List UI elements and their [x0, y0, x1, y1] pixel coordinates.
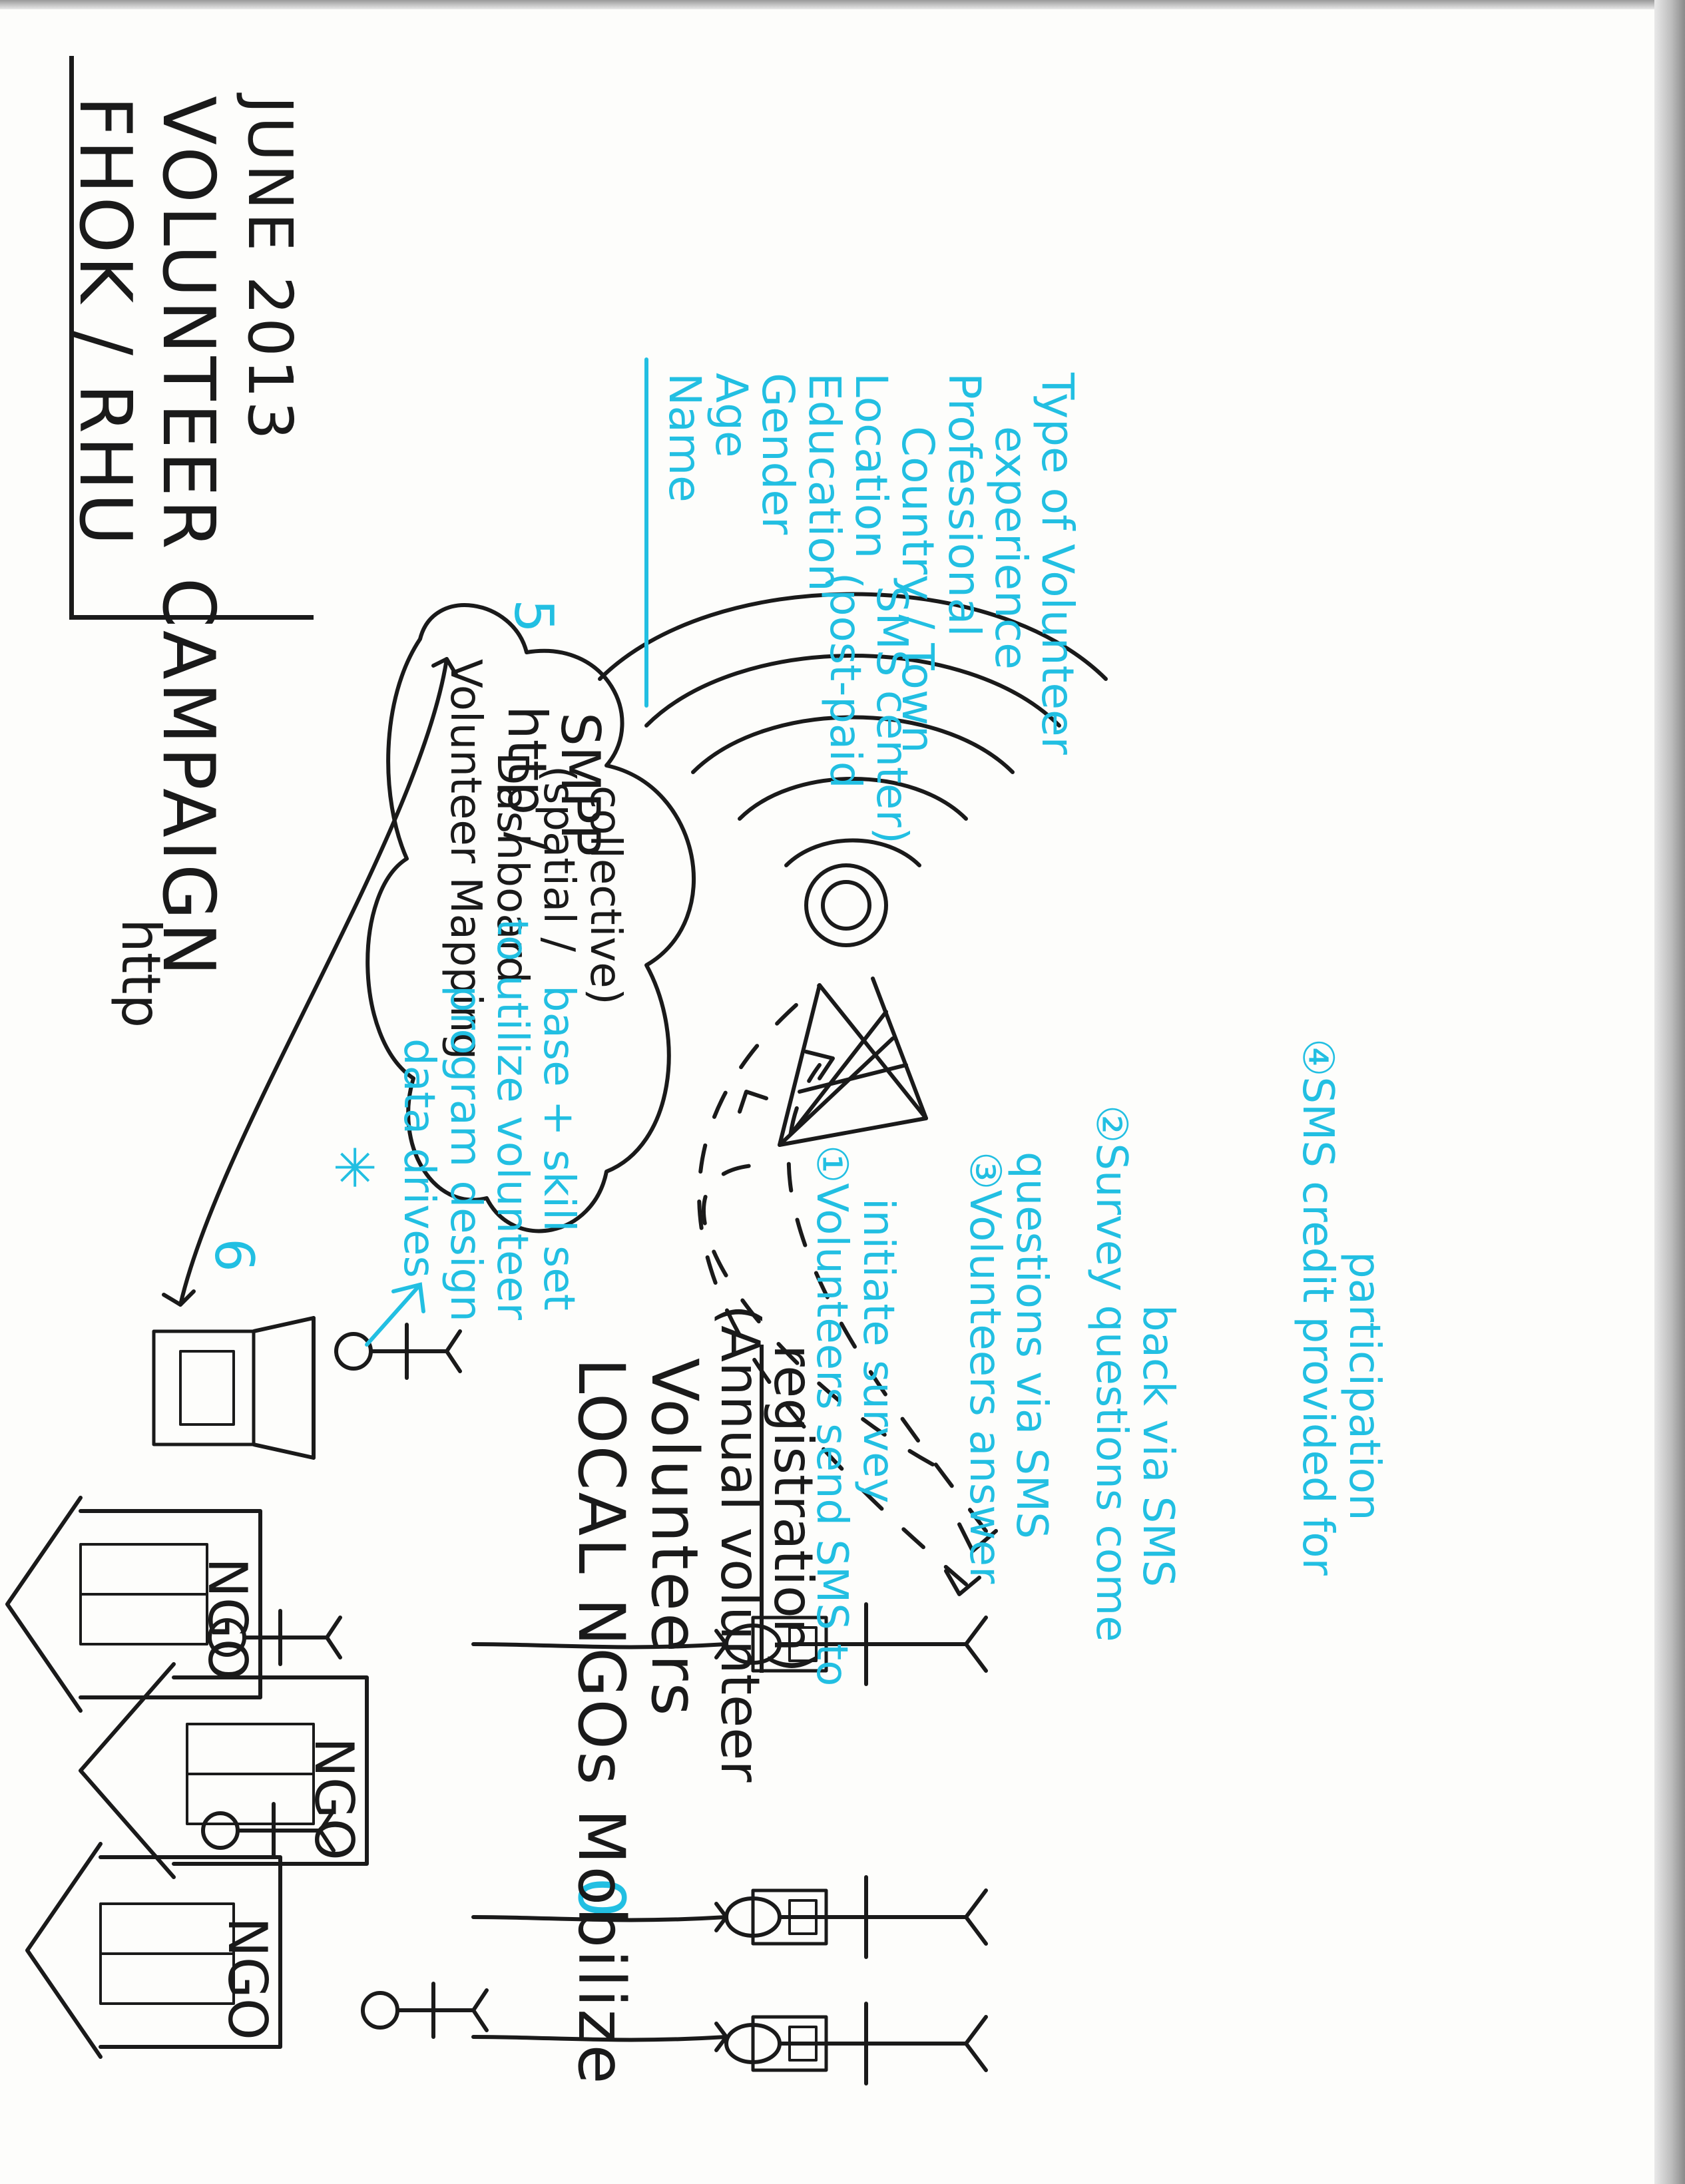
- title-box: FHOK / RHU VOLUNTEER CAMPAIGN JUNE 2013: [63, 56, 314, 979]
- cloud-icon: [365, 603, 696, 1233]
- scan-edge-right: [1654, 0, 1685, 2184]
- volunteers-registration-line1: (Annual volunteer: [709, 1305, 771, 1783]
- step0-label: LOCAL NGOs Mobilize: [564, 1358, 638, 2086]
- ngo-label: NGO: [216, 1917, 278, 2040]
- house-icon: [5, 1496, 262, 1713]
- step6-line2: program design: [441, 985, 490, 1322]
- star-icon: ✳: [323, 1145, 385, 1190]
- http-smpp-line2: SMPP: [549, 712, 611, 857]
- step3-line2: questions via SMS: [1007, 1152, 1056, 1539]
- scan-edge-top: [0, 0, 1685, 9]
- person-icon: [201, 1802, 336, 1859]
- step6-line4: base + skill set: [534, 985, 583, 1311]
- field-item: Education: [799, 373, 850, 592]
- title-date: JUNE 2013: [234, 96, 306, 443]
- volunteers-title: Volunteers: [637, 1358, 712, 1718]
- ngo-label: NGO: [303, 1737, 365, 1860]
- step6-number: 6: [203, 1238, 265, 1272]
- field-item: Gender: [752, 373, 804, 535]
- person-icon: [334, 1323, 462, 1380]
- http-smpp-line1: http /: [496, 706, 558, 850]
- step6-line3: to utilize volunteer: [487, 919, 537, 1320]
- step1-line2: initiate survey: [853, 1198, 903, 1504]
- field-item: Professional: [939, 373, 990, 637]
- house-icon: [79, 1662, 369, 1879]
- step4-line1: ④SMS credit provided for: [1293, 1038, 1342, 1576]
- phone-icon: [751, 1888, 828, 1946]
- laptop-icon: [152, 1316, 316, 1460]
- step1-line1: ①Volunteers send SMS to: [807, 1145, 856, 1687]
- field-item: Age: [706, 373, 757, 458]
- field-item: experience: [985, 426, 1037, 670]
- field-item: Location: [845, 373, 897, 559]
- person-icon: [208, 1609, 342, 1666]
- person-icon: [361, 1982, 489, 2039]
- phone-icon: [751, 2015, 828, 2072]
- step5-number: 5: [503, 599, 565, 633]
- sms-center-line1: (post-paid: [820, 572, 869, 789]
- house-icon: [25, 1842, 282, 2059]
- field-item: Type of Volunteer: [1032, 373, 1083, 755]
- title-org: FHOK / RHU: [63, 96, 146, 548]
- field-item: Country / Town: [892, 426, 943, 754]
- title-campaign: VOLUNTEER CAMPAIGN: [146, 96, 230, 979]
- step2-line1: ②Survey questions come: [1086, 1105, 1136, 1642]
- ngo-label: NGO: [196, 1558, 258, 1681]
- phone-icon: [751, 1616, 828, 1673]
- step6-line1: data drives: [394, 1038, 443, 1278]
- field-item: Name: [659, 373, 710, 503]
- step2-line2: back via SMS: [1133, 1305, 1182, 1588]
- cell-tower-icon: [778, 863, 928, 1147]
- http-label: http: [110, 919, 172, 1028]
- step3-line1: ③Volunteers answer: [960, 1152, 1009, 1584]
- step4-line2: participation: [1339, 1251, 1389, 1521]
